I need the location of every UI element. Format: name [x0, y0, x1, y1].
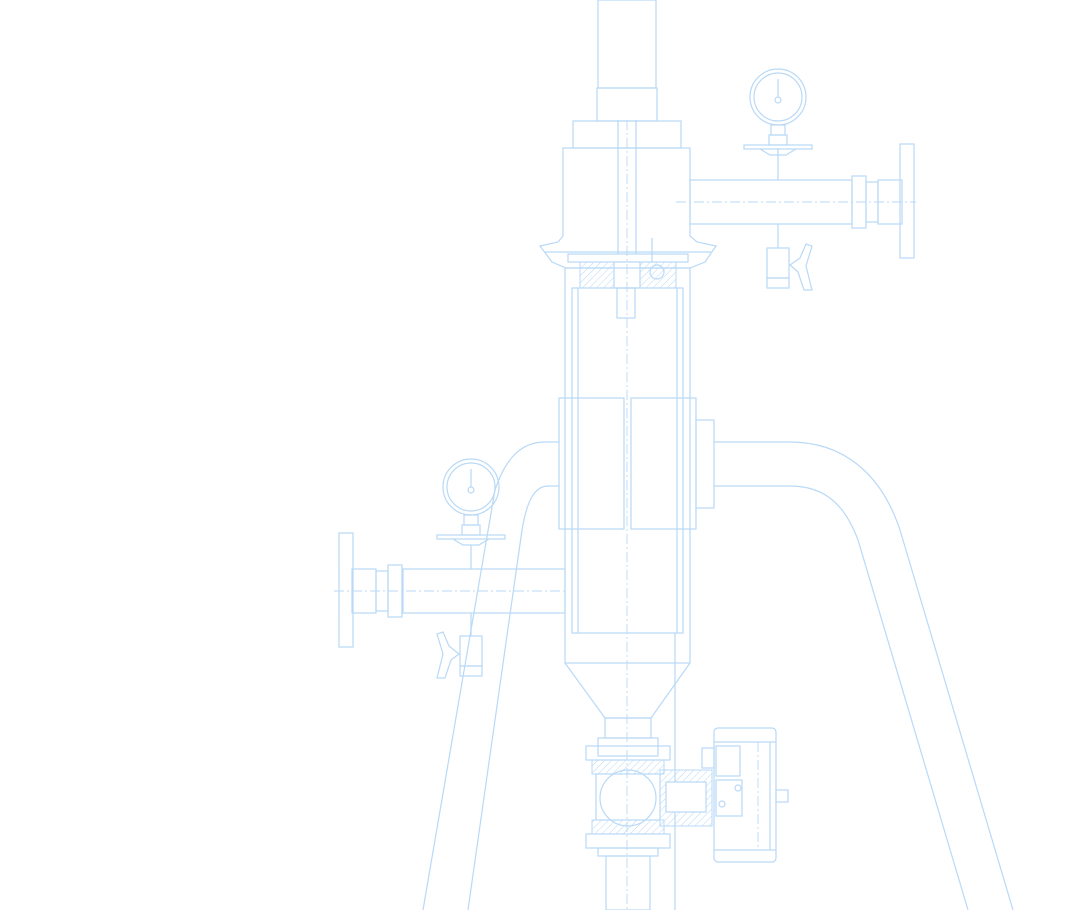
- pneumatic-actuator: [701, 727, 789, 863]
- upper-right-nozzle: [676, 143, 916, 291]
- support-frame: [422, 441, 1014, 910]
- ball-valve: [585, 737, 713, 910]
- pressure-gauge-icon: [743, 68, 813, 156]
- left-inlet-nozzle: [334, 532, 568, 679]
- pressure-gauge-icon: [436, 458, 506, 546]
